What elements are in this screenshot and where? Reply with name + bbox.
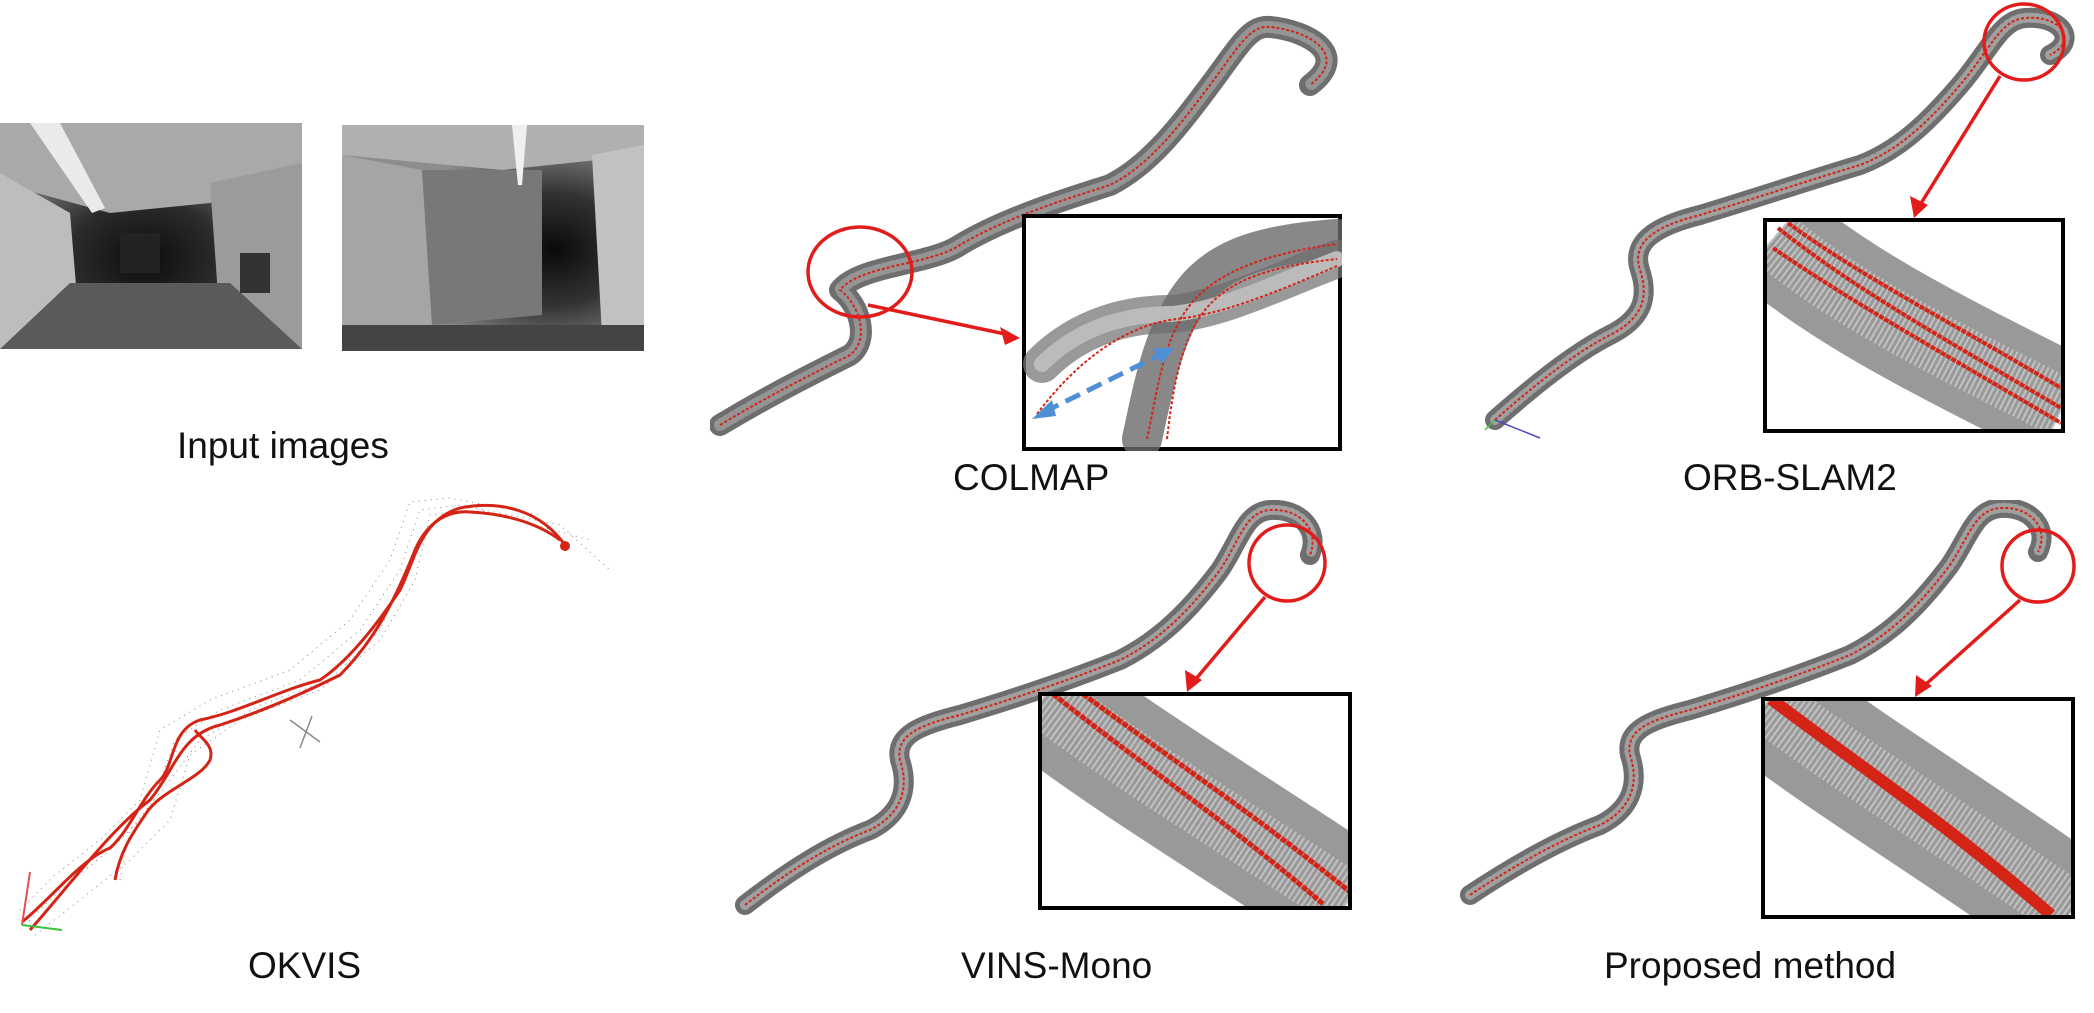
caption-colmap: COLMAP (953, 457, 1110, 498)
caption-proposed-method: Proposed method (1604, 945, 1897, 986)
orb-slam2-inset (1763, 218, 2065, 433)
input-image-1 (0, 123, 302, 349)
colmap-inset (1022, 214, 1342, 451)
colmap-highlight-circle (806, 225, 914, 319)
colmap-reconstruction (710, 15, 1350, 455)
orb-slam2-highlight-circle (1982, 2, 2066, 82)
okvis-axes (21, 715, 321, 931)
vins-mono-reconstruction (730, 500, 1350, 920)
input-image-2 (342, 125, 644, 351)
caption-okvis: OKVIS (248, 945, 362, 986)
colmap-trajectory (719, 25, 1328, 426)
proposed-method-reconstruction (1460, 500, 2090, 920)
caption-vins-mono: VINS-Mono (961, 945, 1153, 986)
orb-slam2-reconstruction (1480, 0, 2090, 450)
orb-slam2-trajectory (1494, 16, 2066, 421)
proposed-method-inset (1761, 697, 2075, 919)
vins-mono-highlight-circle (1247, 523, 1327, 603)
okvis-reconstruction (0, 480, 640, 950)
vins-mono-inset (1038, 692, 1352, 910)
vins-mono-trajectory (744, 508, 1314, 906)
caption-input-images: Input images (177, 425, 389, 466)
proposed-method-highlight-circle (2000, 528, 2076, 604)
caption-orb-slam2: ORB-SLAM2 (1683, 457, 1897, 498)
proposed-method-trajectory (1469, 506, 2043, 896)
okvis-point-cloud (19, 497, 611, 936)
colmap-loop-dashed-arrow (1042, 351, 1164, 415)
okvis-trajectory (21, 503, 567, 931)
okvis-endpoint (560, 541, 570, 551)
